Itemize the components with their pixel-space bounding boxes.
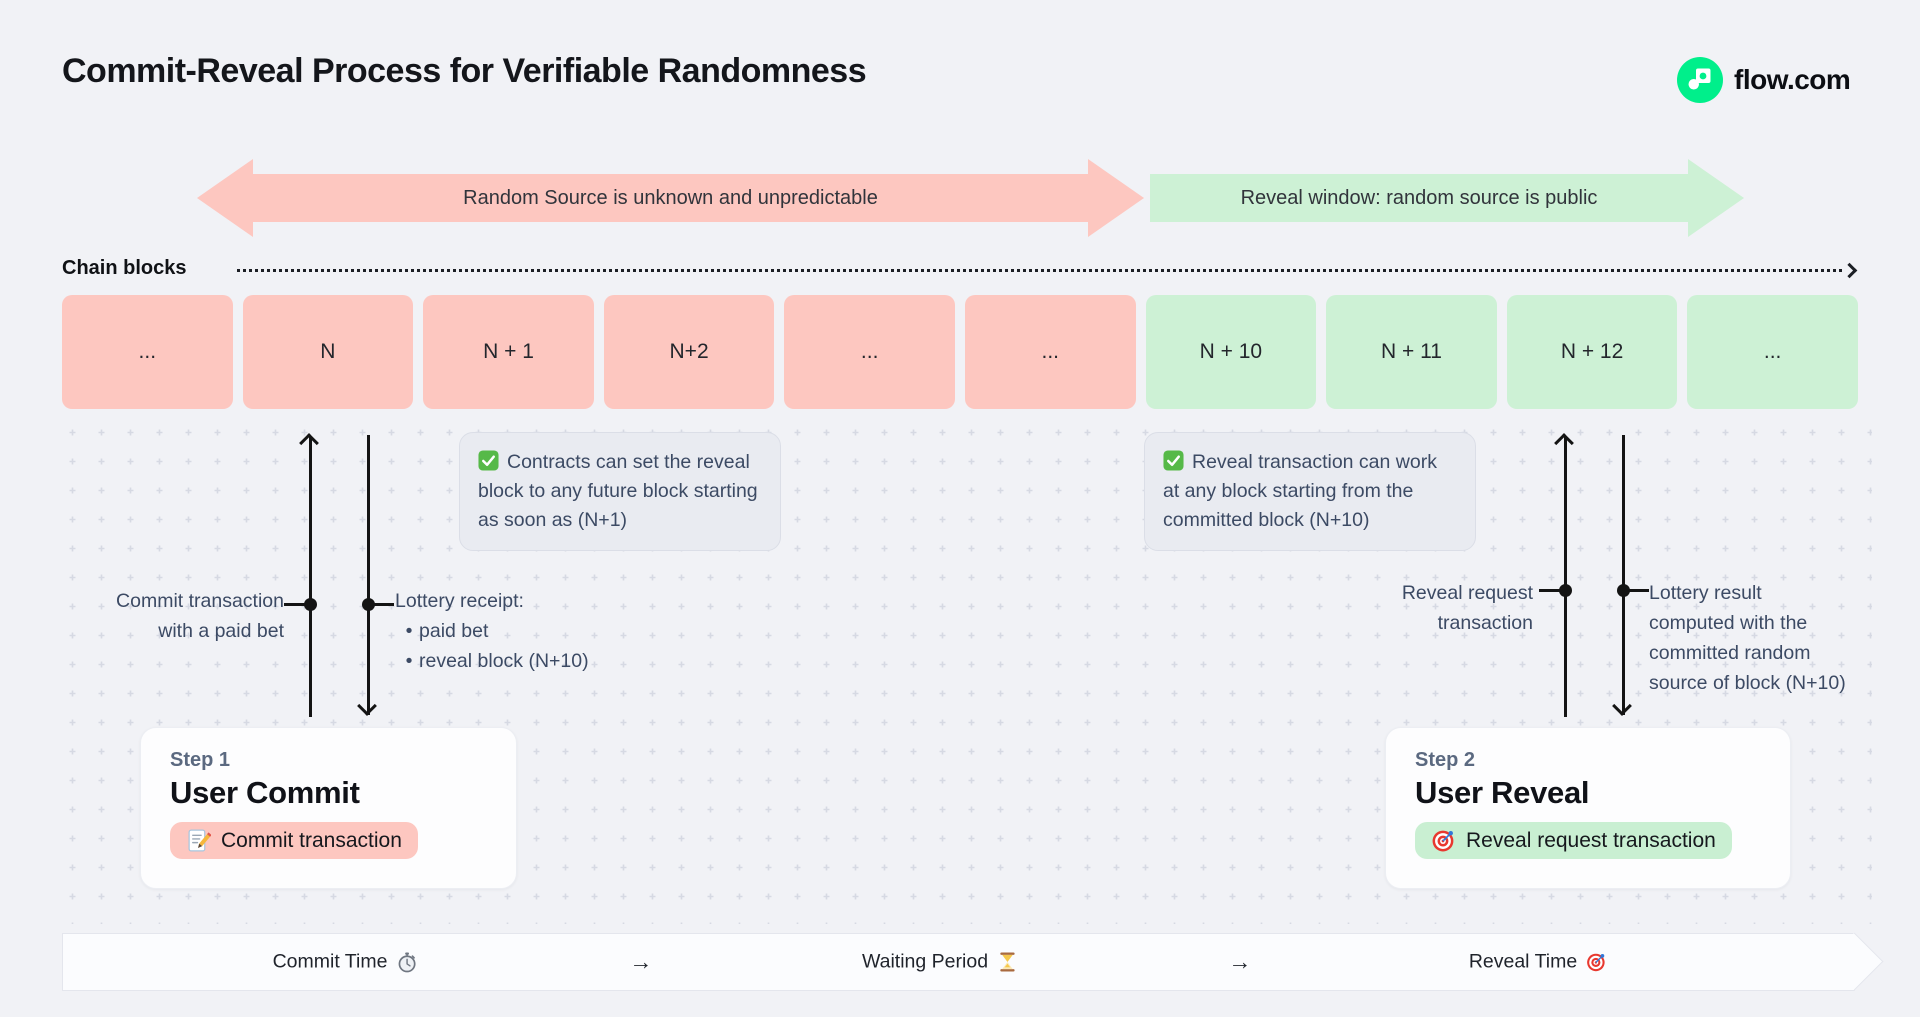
target-icon	[1587, 953, 1605, 972]
timeline-label: Reveal Time	[1468, 950, 1578, 973]
chain-block: N + 12	[1506, 295, 1678, 409]
block-label: N + 1	[483, 340, 534, 363]
reveal-note-text: Reveal transaction can work at any block…	[1163, 451, 1437, 531]
timeline-separator-arrow: →	[1228, 948, 1252, 975]
unknown-banner-right-arrowhead	[1088, 159, 1144, 237]
reveal-banner-right-arrowhead	[1688, 159, 1744, 237]
block-label: N + 10	[1199, 340, 1263, 363]
badge-label: Reveal request transaction	[1466, 828, 1716, 852]
step2-eyebrow: Step 2	[1415, 749, 1476, 771]
result-down-arrow-line	[1621, 435, 1625, 715]
block-label: ...	[1763, 340, 1782, 363]
step1-title: User Commit	[170, 775, 360, 810]
annotation-line: committed random	[1649, 642, 1811, 664]
chain-block: N + 10	[1145, 295, 1317, 409]
lottery-result-annotation: Lottery result computed with the committ…	[1649, 578, 1846, 698]
step1-card: Step 1 User Commit Commit transaction	[140, 727, 517, 889]
annotation-bullet: •paid bet	[395, 616, 589, 646]
chain-dotted-line	[237, 269, 1842, 272]
flow-brand-link[interactable]: flow.com	[1677, 57, 1851, 103]
bullet-dot: •	[405, 620, 413, 642]
commit-note-text: Contracts can set the reveal block to an…	[478, 451, 758, 531]
banner-random-unknown: Random Source is unknown and unpredictab…	[253, 174, 1088, 222]
banner-reveal-window: Reveal window: random source is public	[1150, 174, 1688, 222]
annotation-line: source of block (N+10)	[1649, 672, 1846, 694]
check-icon	[1163, 450, 1184, 471]
timeline-bar	[62, 933, 1855, 991]
reveal-connector-dash	[1539, 588, 1561, 592]
annotation-bullet: •reveal block (N+10)	[395, 646, 589, 676]
chain-block: N+2	[603, 295, 775, 409]
target-icon	[1432, 830, 1454, 852]
timeline-reveal-time: Reveal Time	[1469, 951, 1607, 974]
flow-logo-icon	[1677, 57, 1723, 103]
timeline-separator-arrow: →	[629, 948, 653, 975]
reveal-request-badge: Reveal request transaction	[1415, 822, 1732, 859]
annotation-line: Lottery result	[1649, 582, 1762, 604]
lottery-receipt-annotation: Lottery receipt: •paid bet •reveal block…	[395, 586, 589, 676]
chain-arrowhead-icon	[1841, 262, 1858, 279]
banner-reveal-label: Reveal window: random source is public	[1240, 186, 1598, 209]
reveal-up-arrow-line	[1563, 437, 1567, 717]
receipt-connector-dash	[372, 602, 394, 606]
chain-block: ...	[62, 295, 233, 409]
chain-block: N + 1	[423, 295, 594, 409]
reveal-connector-dot	[1558, 583, 1572, 597]
timeline-label: Waiting Period	[861, 950, 989, 973]
annotation-line: Reveal request	[1401, 582, 1533, 604]
annotation-line: transaction	[1437, 612, 1533, 634]
step2-title: User Reveal	[1415, 775, 1590, 810]
chain-block: N + 11	[1326, 295, 1497, 409]
annotation-title: Lottery receipt:	[395, 590, 524, 612]
page-title: Commit-Reveal Process for Verifiable Ran…	[62, 52, 867, 90]
block-label: ...	[1041, 340, 1060, 363]
commit-note-box: Contracts can set the reveal block to an…	[459, 432, 781, 551]
timeline-commit-time: Commit Time	[273, 951, 418, 974]
memo-icon	[188, 829, 211, 852]
commit-connector-dash	[284, 602, 306, 606]
annotation-line: with a paid bet	[158, 620, 284, 642]
reveal-note-box: Reveal transaction can work at any block…	[1144, 432, 1476, 551]
check-icon	[478, 450, 499, 471]
receipt-down-arrow-line	[366, 435, 370, 715]
banner-unknown-label: Random Source is unknown and unpredictab…	[463, 186, 878, 209]
stopwatch-icon	[398, 952, 416, 973]
chain-block-row: ... N N + 1 N+2 ... ... N + 10 N + 11 N …	[62, 295, 1858, 409]
block-label: N + 12	[1560, 340, 1624, 363]
block-label: ...	[138, 340, 157, 363]
step2-card: Step 2 User Reveal Reveal request transa…	[1385, 727, 1791, 889]
block-label: ...	[860, 340, 879, 363]
result-connector-dash	[1627, 588, 1649, 592]
step1-eyebrow: Step 1	[170, 749, 231, 771]
commit-transaction-badge: Commit transaction	[170, 822, 418, 859]
result-connector-dot	[1616, 583, 1630, 597]
block-label: N + 11	[1381, 340, 1442, 363]
commit-transaction-annotation: Commit transaction with a paid bet	[116, 586, 284, 646]
chain-blocks-label: Chain blocks	[62, 257, 187, 279]
chain-block: ...	[1687, 295, 1858, 409]
commit-connector-dot	[303, 597, 317, 611]
reveal-request-annotation: Reveal request transaction	[1402, 578, 1533, 638]
brand-name: flow.com	[1734, 64, 1851, 95]
timeline-waiting-period: Waiting Period	[862, 951, 1018, 974]
chain-block: N	[242, 295, 414, 409]
annotation-line: Commit transaction	[116, 590, 284, 612]
chain-block: ...	[964, 295, 1136, 409]
badge-label: Commit transaction	[221, 828, 402, 852]
commit-up-arrow-line	[308, 437, 312, 717]
block-label: N+2	[669, 340, 709, 363]
receipt-connector-dot	[361, 597, 375, 611]
hourglass-icon	[1000, 952, 1015, 972]
bullet-dot: •	[405, 650, 413, 672]
annotation-line: computed with the	[1649, 612, 1808, 634]
timeline-label: Commit Time	[272, 950, 388, 973]
unknown-banner-left-arrowhead	[197, 159, 253, 237]
block-label: N	[320, 340, 336, 363]
chain-block: ...	[784, 295, 955, 409]
